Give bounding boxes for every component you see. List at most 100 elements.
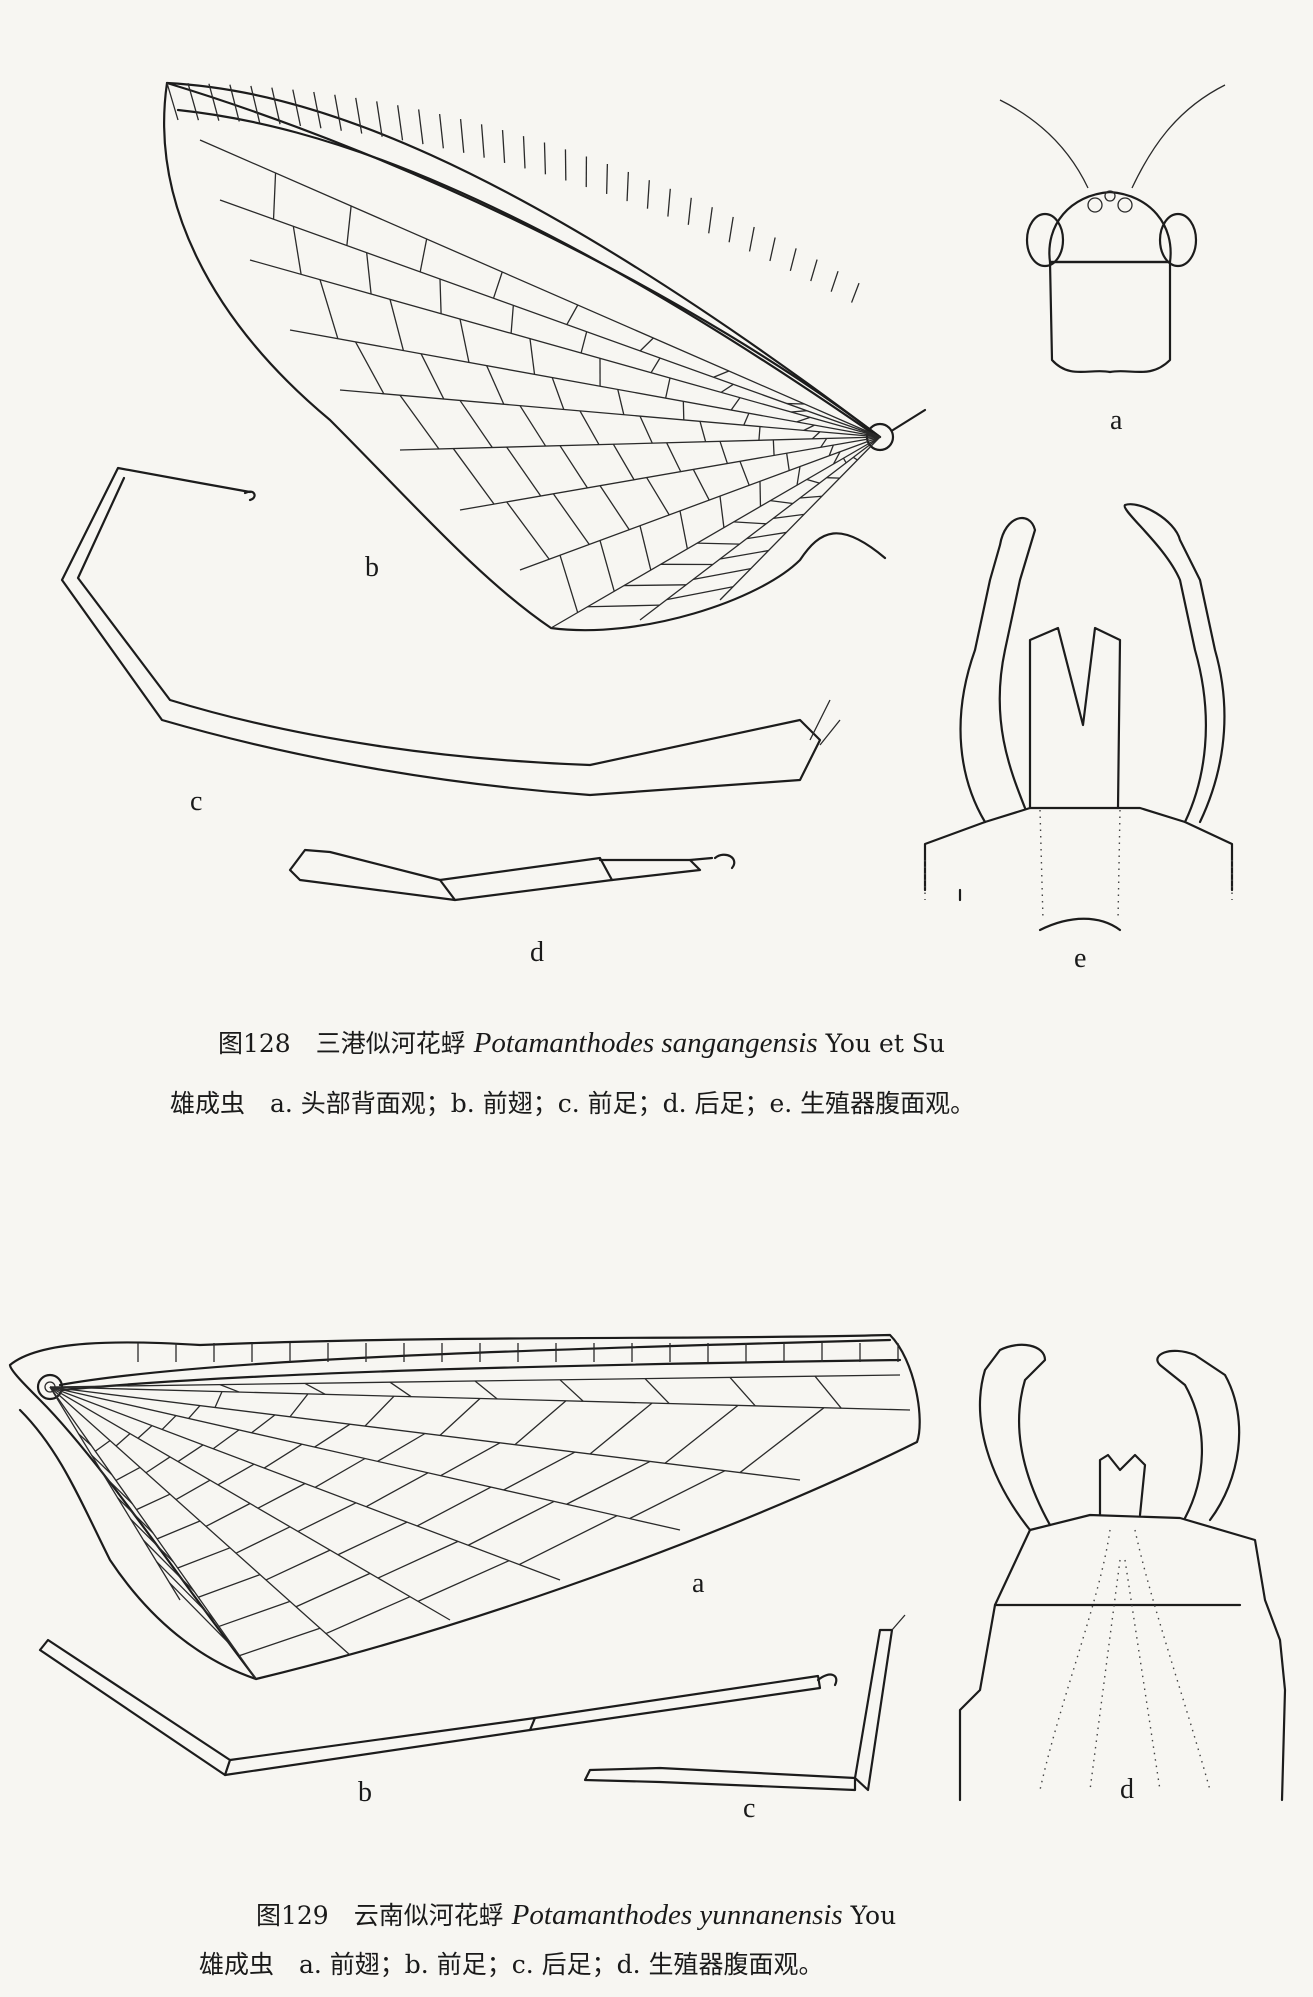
wing-vein	[439, 278, 442, 314]
wing-vein	[208, 83, 220, 121]
wing-vein	[743, 412, 750, 426]
wing-vein	[730, 397, 741, 411]
wing-vein	[467, 1500, 555, 1546]
fig128-foreleg-c	[60, 466, 841, 797]
wing-vein	[319, 279, 339, 339]
wing-vein	[337, 1521, 408, 1556]
wing-vein	[617, 389, 625, 415]
wing-vein	[529, 338, 536, 375]
fig129-hindleg-c	[583, 1614, 906, 1792]
wing-vein	[639, 337, 654, 352]
wing-vein	[629, 1470, 726, 1520]
wing-vein	[806, 478, 820, 484]
wing-vein	[803, 424, 815, 431]
wing-vein	[115, 1433, 131, 1447]
wing-vein	[334, 94, 342, 131]
wing-vein	[587, 604, 660, 608]
wing-vein	[492, 271, 503, 299]
wing-vein	[728, 216, 734, 243]
wing-vein	[552, 493, 590, 545]
wing-vein	[650, 357, 661, 374]
wing-vein	[739, 461, 750, 486]
wing-vein	[459, 118, 465, 153]
wing-vein	[758, 426, 761, 441]
species-name: Potamanthodes sangangensis	[473, 1027, 818, 1059]
wing-vein	[543, 142, 547, 175]
fig128-forewing-b	[163, 81, 927, 632]
wing-vein	[366, 252, 372, 295]
caption-prefix: 图128 三港似河花蜉	[218, 1029, 474, 1058]
wing-vein	[94, 1440, 111, 1452]
wing-vein	[666, 442, 682, 472]
wing-vein	[624, 584, 687, 587]
wing-vein	[503, 1451, 576, 1491]
fig128-label-b: b	[365, 552, 379, 583]
wing-vein	[137, 1425, 153, 1439]
wing-vein	[169, 1582, 236, 1651]
wing-vein	[559, 555, 579, 613]
wing-vein	[161, 1415, 177, 1430]
wing-vein	[566, 1460, 651, 1505]
fig128-genitalia-e	[923, 503, 1234, 932]
wing-vein	[474, 1380, 498, 1400]
wing-vein	[664, 1404, 739, 1464]
wing-vein	[506, 446, 542, 497]
wing-vein	[289, 329, 881, 438]
wing-vein	[550, 436, 881, 629]
fig129-caption-legend: 雄成虫 a. 前翅；b. 前足；c. 后足；d. 生殖器腹面观。	[199, 1950, 824, 1979]
wing-vein	[589, 1402, 653, 1455]
wing-vein	[729, 1376, 756, 1407]
wing-vein	[459, 400, 493, 448]
author: You et Su	[817, 1029, 946, 1058]
fig129-foreleg-b	[38, 1638, 838, 1777]
wing-vein	[217, 1463, 255, 1486]
wing-vein	[295, 1572, 371, 1608]
wing-vein	[811, 431, 821, 440]
wing-vein	[666, 586, 734, 601]
wing-vein	[832, 451, 841, 465]
wing-vein	[599, 540, 615, 592]
fig129-label-c: c	[743, 1793, 756, 1824]
wing-vein	[251, 1414, 276, 1434]
wing-vein	[214, 1391, 223, 1408]
wing-vein	[789, 248, 797, 272]
wing-vein	[377, 1540, 459, 1579]
wing-vein	[773, 513, 805, 519]
wing-vein	[692, 469, 710, 501]
wing-vein	[166, 82, 179, 121]
wing-vein	[272, 172, 277, 220]
fig129-forewing-a	[8, 1333, 921, 1681]
wing-vein	[292, 89, 302, 127]
wing-vein	[566, 304, 579, 325]
wing-vein	[786, 453, 790, 471]
wing-vein	[212, 1429, 240, 1450]
wing-vein	[439, 1398, 481, 1436]
wing-vein	[519, 405, 547, 447]
wing-vein	[850, 282, 860, 303]
wing-vein	[297, 1502, 357, 1533]
wing-vein	[292, 226, 302, 275]
wing-vein	[687, 197, 692, 225]
wing-vein	[519, 436, 881, 571]
wing-vein	[518, 1515, 618, 1566]
wing-vein	[257, 1482, 306, 1509]
wing-vein	[646, 477, 670, 516]
wing-vein	[117, 1497, 154, 1534]
fig128-caption-title: 图128 三港似河花蜉 Potamanthodes sangangensis Y…	[218, 1024, 945, 1060]
wing-vein	[580, 331, 588, 354]
wing-vein	[440, 1442, 501, 1477]
wing-vein	[376, 101, 383, 137]
author: You	[842, 1901, 897, 1930]
wing-vein	[265, 1549, 331, 1581]
wing-vein	[772, 439, 775, 456]
wing-vein	[91, 1454, 113, 1476]
wing-vein	[708, 207, 713, 234]
wing-vein	[438, 113, 444, 149]
wing-vein	[501, 129, 506, 163]
wing-vein	[417, 1560, 510, 1602]
wing-vein	[143, 1539, 195, 1592]
wing-vein	[510, 305, 514, 334]
wing-vein	[420, 353, 445, 400]
fig128-label-a: a	[1110, 405, 1123, 436]
